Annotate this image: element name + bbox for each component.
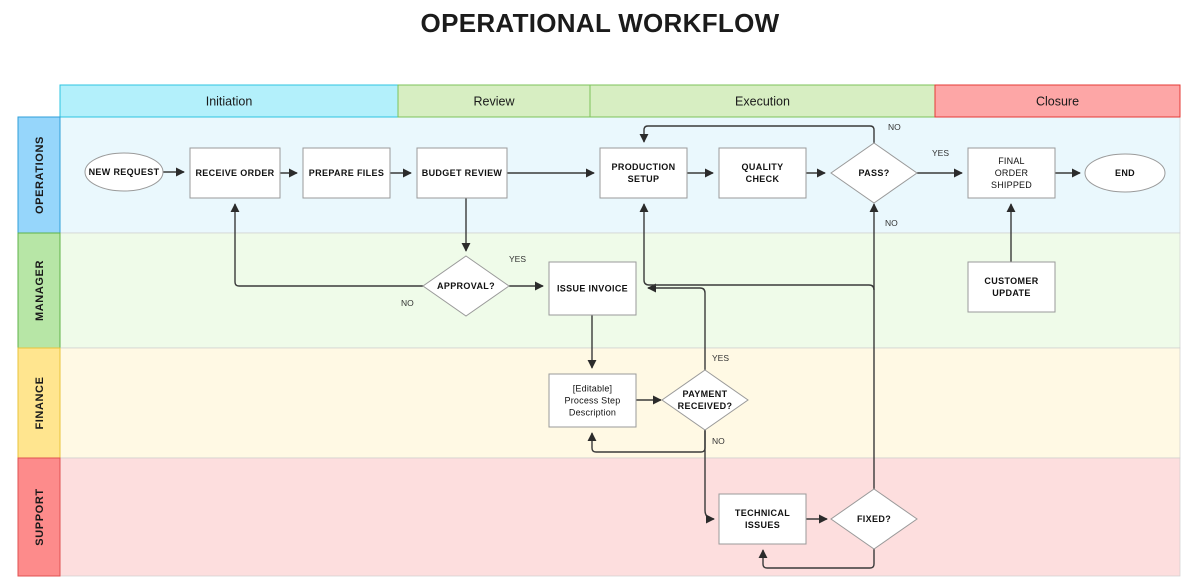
node-label: UPDATE — [992, 288, 1030, 298]
edge-label-payment-yes: YES — [712, 353, 729, 363]
phase-header-row: Initiation Review Execution Closure — [59, 84, 1181, 118]
node-label: RECEIVE ORDER — [195, 168, 274, 178]
node-label: END — [1115, 168, 1135, 178]
node-label: CHECK — [746, 174, 780, 184]
swimlane-tab-label: SUPPORT — [34, 488, 46, 545]
phase-header-initiation[interactable]: Initiation — [59, 84, 399, 118]
node-final-order-shipped[interactable]: FINAL ORDER SHIPPED — [967, 147, 1056, 199]
node-production-setup[interactable]: PRODUCTION SETUP — [599, 147, 688, 199]
node-label: CUSTOMER — [984, 276, 1038, 286]
node-label: FIXED? — [857, 514, 891, 524]
edge-label-layer: NO YES NO YES NO YES NO — [401, 122, 949, 446]
node-issue-invoice[interactable]: ISSUE INVOICE — [548, 261, 637, 316]
page-title: OPERATIONAL WORKFLOW — [420, 8, 780, 38]
edge-label-payment-no: NO — [712, 436, 725, 446]
node-label: FINAL — [998, 156, 1025, 166]
node-end[interactable]: END — [1084, 153, 1166, 193]
node-prepare-files[interactable]: PREPARE FILES — [302, 147, 391, 199]
node-label: SETUP — [628, 174, 660, 184]
node-label: PASS? — [858, 168, 889, 178]
node-label: ISSUES — [745, 520, 780, 530]
connector-layer — [163, 125, 1081, 569]
node-label: BUDGET REVIEW — [422, 168, 503, 178]
swimlane-band-support — [59, 457, 1181, 577]
node-receive-order[interactable]: RECEIVE ORDER — [189, 147, 281, 199]
swimlane-tab-label: OPERATIONS — [34, 136, 46, 214]
node-label: RECEIVED? — [678, 401, 733, 411]
node-label: PREPARE FILES — [309, 168, 384, 178]
edge-approval-no-to-receive-order — [230, 203, 423, 287]
edge-fixed-no-to-technical-issues — [758, 549, 875, 569]
edge-issue-invoice-branch-to-production-setup — [639, 203, 875, 291]
edge-label-approval-yes: YES — [509, 254, 526, 264]
node-label: ISSUE INVOICE — [557, 284, 628, 294]
node-label: TECHNICAL — [735, 508, 790, 518]
phase-header-closure[interactable]: Closure — [934, 84, 1181, 118]
phase-header-label: Closure — [1036, 95, 1079, 109]
phase-header-label: Execution — [735, 95, 790, 109]
node-label: Description — [569, 408, 616, 418]
node-label: PAYMENT — [683, 389, 728, 399]
edge-pass-no-to-production-setup — [639, 125, 875, 143]
node-pass-decision[interactable]: PASS? — [830, 142, 918, 204]
edge-payment-no-to-technical-issues — [704, 430, 715, 524]
node-payment-received-decision[interactable]: PAYMENT RECEIVED? — [661, 369, 749, 431]
node-label: SHIPPED — [991, 180, 1032, 190]
swimlane-tab-label: FINANCE — [34, 376, 46, 429]
phase-header-label: Review — [474, 95, 516, 109]
node-label: Process Step — [565, 396, 621, 406]
phase-header-execution[interactable]: Execution — [589, 84, 936, 118]
node-label: [Editable] — [573, 384, 613, 394]
node-quality-check[interactable]: QUALITY CHECK — [718, 147, 807, 199]
edge-label-pass-yes: YES — [932, 148, 949, 158]
node-customer-update[interactable]: CUSTOMER UPDATE — [967, 261, 1056, 313]
edge-label-pass-no-bottom: NO — [885, 218, 898, 228]
node-technical-issues[interactable]: TECHNICAL ISSUES — [718, 493, 807, 545]
node-new-request[interactable]: NEW REQUEST — [84, 152, 164, 192]
swimlane-tabs: OPERATIONS MANAGER FINANCE SUPPORT — [17, 116, 61, 577]
swimlane-tab-manager[interactable]: MANAGER — [17, 232, 61, 349]
swimlane-tab-support[interactable]: SUPPORT — [17, 457, 61, 577]
edge-label-approval-no: NO — [401, 298, 414, 308]
swimlane-tab-finance[interactable]: FINANCE — [17, 347, 61, 459]
phase-header-label: Initiation — [206, 95, 253, 109]
node-label: NEW REQUEST — [89, 167, 160, 177]
edge-payment-yes-to-issue-invoice — [647, 283, 706, 370]
node-label: QUALITY — [742, 162, 784, 172]
node-label: ORDER — [995, 168, 1029, 178]
node-label: APPROVAL? — [437, 281, 495, 291]
swimlane-tab-label: MANAGER — [34, 260, 46, 321]
edge-label-pass-no-top: NO — [888, 122, 901, 132]
swimlane-tab-operations[interactable]: OPERATIONS — [17, 116, 61, 234]
node-budget-review[interactable]: BUDGET REVIEW — [416, 147, 508, 199]
node-approval-decision[interactable]: APPROVAL? — [422, 255, 510, 317]
node-fixed-decision[interactable]: FIXED? — [830, 488, 918, 550]
node-label: PRODUCTION — [612, 162, 676, 172]
node-layer: NEW REQUEST RECEIVE ORDER PREPARE FILES BUD… — [84, 142, 1166, 550]
phase-header-review[interactable]: Review — [397, 84, 591, 118]
